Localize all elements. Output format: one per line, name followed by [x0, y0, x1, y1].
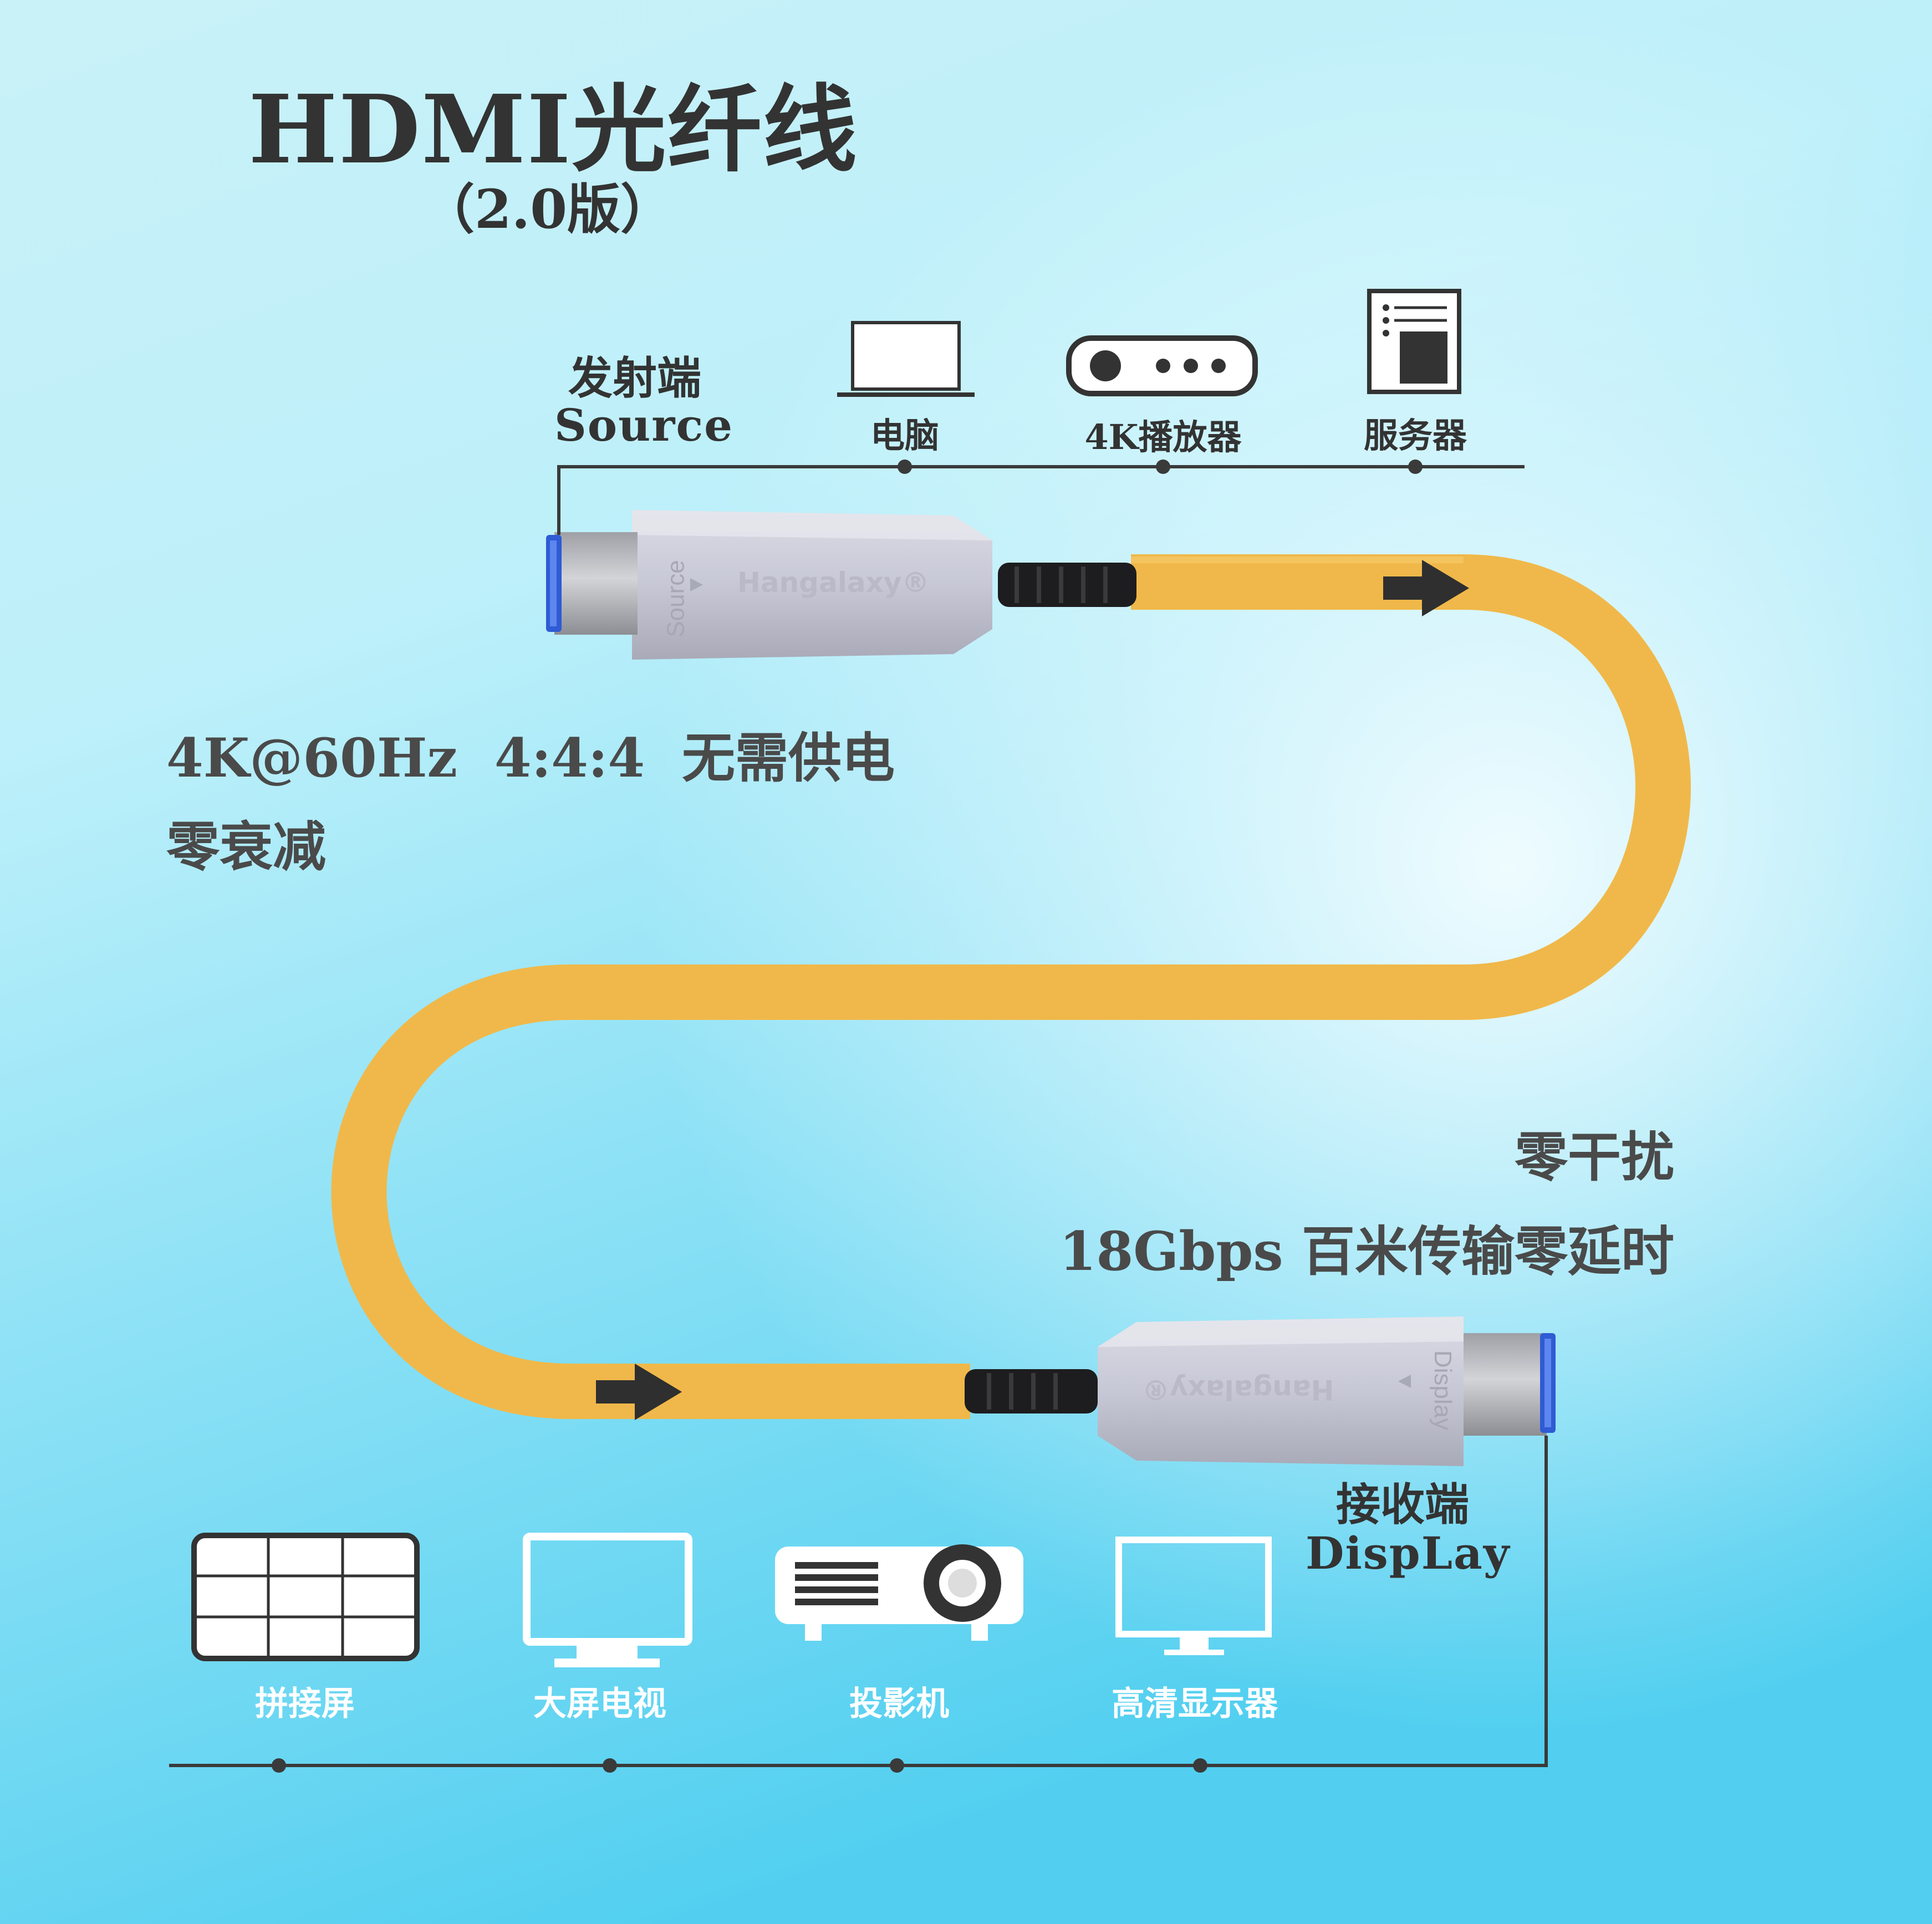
server-icon [1367, 289, 1461, 394]
display-bracket-line [169, 1436, 1548, 1773]
fiber-cable [331, 554, 1691, 1419]
source-port-label: Source [662, 560, 690, 637]
monitor-icon [1115, 1537, 1272, 1655]
device-label-big-tv: 大屏电视 [533, 1685, 666, 1723]
source-label-en: Source [554, 399, 734, 451]
media-player-icon [1066, 335, 1258, 396]
projector-icon [775, 1544, 1023, 1641]
source-connector [546, 510, 1136, 660]
page-subtitle: （2.0版） [421, 178, 674, 241]
feature-line-4: 18Gbps 百米传输零延时 [1059, 1220, 1674, 1283]
feature-line-1: 4K@60Hz 4:4:4 无需供电 [166, 727, 895, 789]
arrow-right-icon [1383, 560, 1469, 616]
source-label-cn: 发射端 [568, 352, 701, 404]
arrow-right-icon [596, 1364, 682, 1420]
device-label-4k-player: 4K播放器 [1084, 417, 1242, 457]
device-label-server: 服务器 [1363, 415, 1467, 456]
video-wall-icon [191, 1533, 420, 1661]
source-brand-text: Hangalaxy® [737, 567, 930, 599]
display-port-label: Display [1429, 1350, 1457, 1431]
feature-line-3: 零干扰 [1515, 1126, 1674, 1188]
display-label-cn: 接收端 [1336, 1478, 1469, 1530]
page-title: HDMI光纤线 [248, 74, 858, 185]
feature-line-2: 零衰减 [166, 815, 326, 878]
device-label-video-wall: 拼接屏 [255, 1685, 355, 1723]
display-label-en: DispLay [1306, 1527, 1511, 1579]
device-label-projector: 投影机 [849, 1685, 949, 1723]
display-brand-text: Hangalaxy® [1142, 1374, 1334, 1406]
display-connector [965, 1316, 1556, 1466]
device-label-pc: 电脑 [870, 415, 939, 456]
device-label-monitor: 高清显示器 [1112, 1685, 1278, 1723]
tv-icon [523, 1533, 692, 1667]
laptop-icon [837, 321, 975, 397]
source-bracket-line [557, 460, 1525, 535]
